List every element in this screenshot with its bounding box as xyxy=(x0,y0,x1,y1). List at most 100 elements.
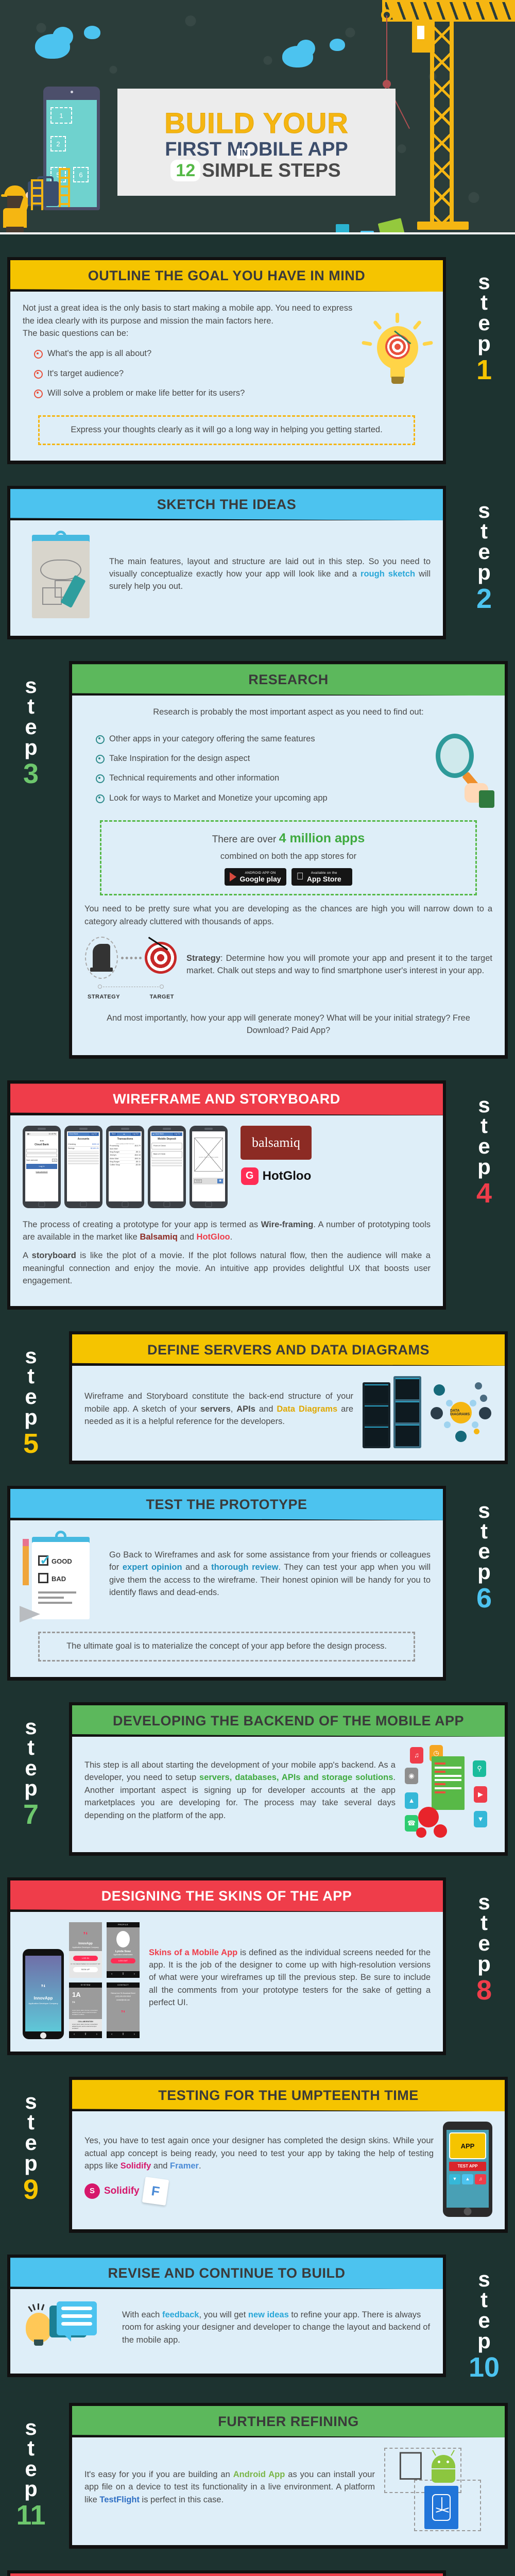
wf-row-label[interactable]: Front of Check xyxy=(151,1142,182,1150)
step-letter: e xyxy=(478,539,490,564)
review-checklist-icon: ✓ GOOD BAD xyxy=(20,1530,100,1623)
music-icon: ♫ xyxy=(410,1747,423,1764)
app-skins-mockups: ’‘ InnovApp Application Developer Compan… xyxy=(23,1922,140,2040)
skin-bar-title: SYSTEM xyxy=(69,1982,102,1988)
skin-login-button[interactable]: LOG IN xyxy=(73,1955,98,1961)
hero-phone-tile: 6 xyxy=(73,167,89,182)
camera-icon[interactable]: ▣ xyxy=(217,1178,223,1184)
step-letter: p xyxy=(24,1776,38,1801)
para-post: to refine your app. There is always room… xyxy=(122,2310,431,2345)
checklist-bad-label: BAD xyxy=(52,1574,66,1583)
skin-logout-button[interactable]: LOG OUT xyxy=(111,1958,135,1964)
apple-icon:  xyxy=(297,872,304,882)
wf-row-value: $399.18 xyxy=(92,1143,99,1145)
step-card: TESTING FOR THE UMPTEENTH TIME Yes, you … xyxy=(69,2077,508,2233)
para-post: is perfect in this case. xyxy=(139,2495,224,2504)
para-post: is defined as the individual screens nee… xyxy=(149,1947,431,2008)
skin-app-sub: Application Developer Company xyxy=(72,1946,99,1948)
strategy-body: : Determine how you will promote your ap… xyxy=(186,954,492,976)
skin-nav-bar[interactable]: ‹⇧› xyxy=(107,1971,140,1978)
prototyping-tool-logos: balsamiq G HotGloo xyxy=(241,1125,312,1185)
step-body-post: will surely help you out. xyxy=(109,569,431,591)
step-letter: e xyxy=(478,1930,490,1955)
test-app-button[interactable]: TEST APP xyxy=(449,2162,486,2172)
step-title-bar: DESIGNING THE SKINS OF THE APP xyxy=(10,1880,443,1912)
block-shape xyxy=(336,224,349,232)
step-title-bar: DEVELOPING THE BACKEND OF THE MOBILE APP xyxy=(72,1705,505,1737)
para-pre: This step is all about starting the deve… xyxy=(84,1760,396,1783)
hero-title-line-3: SIMPLE STEPS xyxy=(202,160,341,181)
step-number: 2 xyxy=(476,583,492,614)
skin-nav-bar[interactable]: ‹⇧› xyxy=(69,2031,102,2039)
list-item: It's target audience? xyxy=(34,368,355,379)
step-letter: s xyxy=(25,1343,37,1368)
step-letter: e xyxy=(478,310,490,335)
para-pre: The process of creating a prototype for … xyxy=(23,1219,261,1229)
wf-row-label: Coffee Shop xyxy=(110,1164,120,1166)
step-body: ▮▮ ⌁10:18 PM ☁☁ Cloud Bank Save username… xyxy=(10,1115,443,1306)
skin-signup-button[interactable]: SIGN UP xyxy=(73,1967,98,1973)
step-number-column: s t e p 6 xyxy=(453,1486,515,1681)
step-letter: s xyxy=(478,1889,490,1914)
mail-icon: ▼ xyxy=(449,2174,460,2185)
para-highlight: expert opinion xyxy=(122,1563,182,1572)
para-post: . xyxy=(198,2161,201,2171)
wf-forgot-link[interactable]: forgot password? xyxy=(36,1171,48,1173)
step-body: This step is all about starting the deve… xyxy=(72,1736,505,1852)
step-title: DEFINE SERVERS AND DATA DIAGRAMS xyxy=(147,1342,430,1358)
skin-user-name: Lynda Soaz xyxy=(115,1950,131,1953)
wf-row-value: -$90.16 xyxy=(134,1157,141,1160)
step-letter: s xyxy=(478,269,490,294)
step-body: Not just a great idea is the only basis … xyxy=(10,292,443,461)
wf-login-button[interactable]: Log In xyxy=(26,1164,57,1170)
para-highlight: HotGloo xyxy=(196,1232,230,1242)
step-number-column: s t e p 4 xyxy=(453,1080,515,1309)
wf-row-label[interactable]: Back of Check xyxy=(151,1151,182,1158)
wf-logout-button[interactable]: Log Out xyxy=(89,1132,98,1136)
app-tile-label: APP xyxy=(449,2132,486,2160)
app-logo-icon: ’‘ xyxy=(121,2009,126,2018)
google-play-badge[interactable]: ANDROID APP ON Google play xyxy=(225,868,286,886)
step-card: IT'S SHOWTIME! APP xyxy=(7,2570,446,2576)
wireframe-phone: center check in viewer guide Cancel ▣ xyxy=(190,1125,228,1208)
target-label: TARGET xyxy=(149,994,174,1001)
step-letter: e xyxy=(25,2130,37,2155)
step-card: TEST THE PROTOTYPE ✓ GOOD BAD xyxy=(7,1485,446,1681)
wf-cancel-button[interactable]: Cancel xyxy=(194,1179,202,1183)
step-body-pre: The main features, layout and structure … xyxy=(109,556,431,579)
hero-phone-tile: 1 xyxy=(50,107,72,124)
app-logo-icon: ’‘ xyxy=(72,2001,76,2007)
ladder-icon xyxy=(59,168,70,207)
para-post: are needed as it is a helpful reference … xyxy=(84,1404,353,1426)
wireframe-phone: ▮▮ ⌁10:18 PM ☁☁ Cloud Bank Save username… xyxy=(23,1125,61,1208)
step-body: With each feedback, you will get new ide… xyxy=(10,2289,443,2374)
music-icon: ♫ xyxy=(475,2174,486,2185)
skin-nav-bar[interactable]: ‹⇧› xyxy=(107,2031,140,2039)
step-letter: p xyxy=(24,2150,38,2175)
step-number-column: s t e p 11 xyxy=(0,2403,62,2549)
para-mid: and xyxy=(255,1404,277,1414)
camera-icon: ◉ xyxy=(405,1767,418,1784)
step-section-7: s t e p 7 DEVELOPING THE BACKEND OF THE … xyxy=(0,1693,515,1868)
list-item: Technical requirements and other informa… xyxy=(96,772,416,784)
app-logo-icon: ’‘ xyxy=(41,1983,46,1992)
step-para-1: The process of creating a prototype for … xyxy=(23,1218,431,1244)
step-title: DEVELOPING THE BACKEND OF THE MOBILE APP xyxy=(112,1713,465,1728)
step-title-bar: OUTLINE THE GOAL YOU HAVE IN MIND xyxy=(10,260,443,292)
android-icon xyxy=(432,2450,455,2484)
lightbulb-target-icon xyxy=(361,313,434,393)
step-title-bar: REVISE AND CONTINUE TO BUILD xyxy=(10,2258,443,2290)
step-number-column: s t e p 5 xyxy=(0,1331,62,1464)
wf-row-label: Motor Mart xyxy=(110,1157,119,1160)
step-body-text: Skins of a Mobile App is defined as the … xyxy=(149,1946,431,2009)
wf-row-value: -$3.55 xyxy=(135,1164,141,1166)
step-number: 9 xyxy=(23,2174,39,2205)
block-shape xyxy=(360,231,374,232)
wf-row-value: $2,801.91 xyxy=(91,1147,99,1150)
step-letter: t xyxy=(27,1364,35,1388)
paper-plane-icon xyxy=(20,1605,40,1622)
app-store-badge[interactable]:  Available on the App Store xyxy=(291,868,352,886)
step-letter: s xyxy=(478,1093,490,1117)
step-card: DEVELOPING THE BACKEND OF THE MOBILE APP… xyxy=(69,1702,508,1856)
